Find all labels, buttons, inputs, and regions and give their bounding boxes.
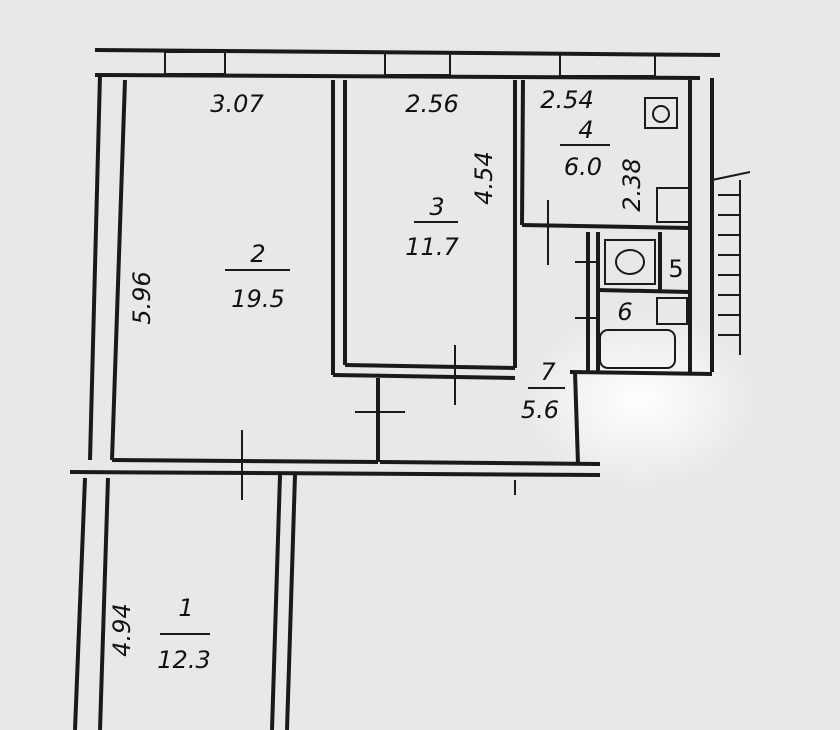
room-1-area: 12.3 [157,646,210,674]
room-2-number: 2 [250,240,265,268]
room-2-area: 19.5 [231,285,284,313]
stove-icon [644,97,678,129]
room-4-number: 4 [578,116,593,144]
room-4-width: 2.54 [540,86,593,114]
light-glare [520,310,760,490]
bathtub-icon [599,329,676,369]
labels: 3.07 2.56 2.54 4 6.0 2.38 3 11.7 4.54 2 … [108,86,684,674]
room-1-dimension: 4.94 [108,603,136,656]
room-4-area: 6.0 [564,153,602,181]
toilet-icon [604,239,656,285]
walls [69,48,751,730]
sink-icon [656,187,690,223]
washbasin-icon [656,297,688,325]
room-3-width: 2.56 [405,90,458,118]
room-2-width: 3.07 [210,90,264,118]
room-4-dimension: 2.38 [618,158,646,211]
room-6-number: 6 [617,298,632,326]
room-1-number: 1 [178,594,193,622]
room-3-area: 11.7 [405,233,459,261]
room-7-number: 7 [540,358,556,386]
room-7-area: 5.6 [521,396,559,424]
room-3-dimension: 4.54 [470,151,498,204]
room-2-dimension: 5.96 [128,271,156,324]
room-3-number: 3 [429,193,444,221]
fixtures [599,97,690,369]
room-5-number: 5 [668,255,683,283]
